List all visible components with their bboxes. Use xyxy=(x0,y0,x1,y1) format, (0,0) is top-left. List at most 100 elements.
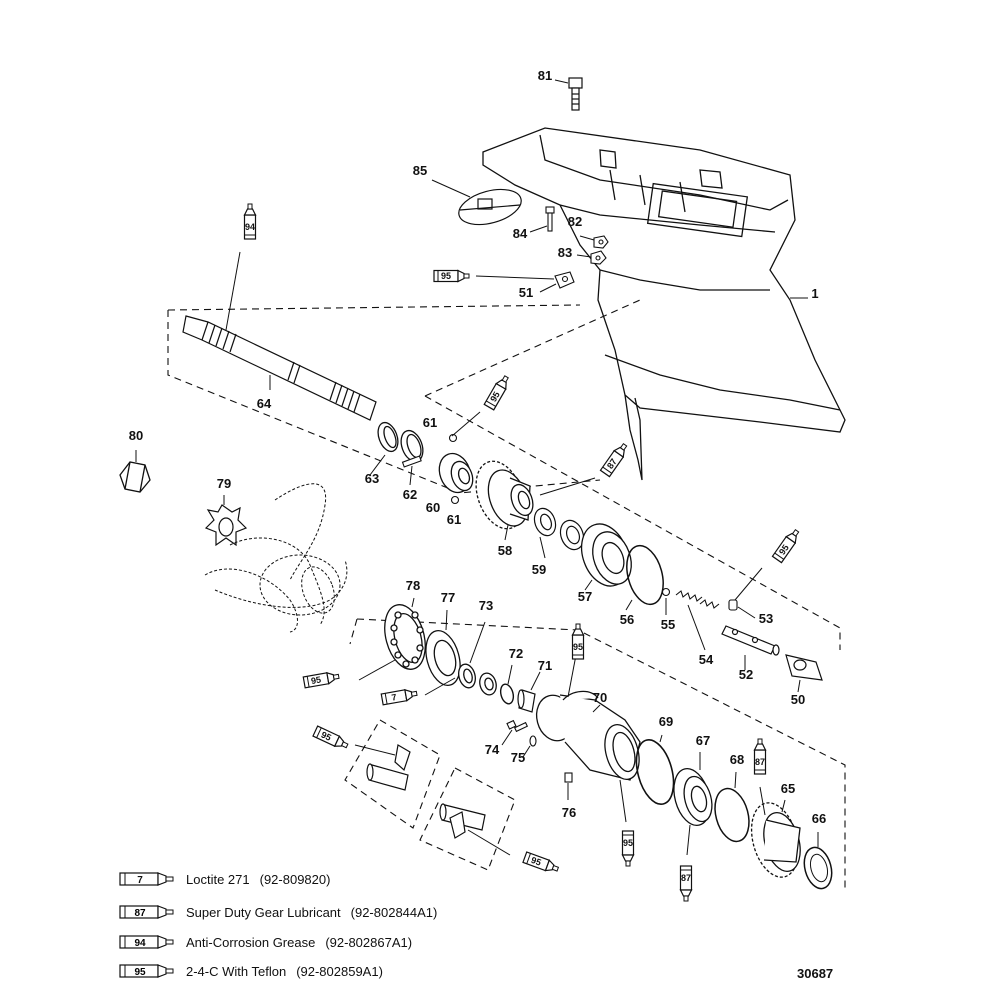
leader-line xyxy=(504,524,509,541)
spring xyxy=(675,590,720,609)
part-number-label: 51 xyxy=(519,285,533,300)
seal-kit xyxy=(366,744,486,839)
shift-cam xyxy=(785,654,823,681)
leader-line xyxy=(530,671,541,691)
bearing-race xyxy=(377,421,424,463)
leader-line xyxy=(659,734,663,743)
gear-housing xyxy=(482,127,846,481)
ball-bearing xyxy=(384,604,426,670)
tube-code: 95 xyxy=(777,543,791,557)
shim xyxy=(714,787,750,843)
legend-name: 2-4-C With Teflon xyxy=(186,963,287,979)
lubricant-tube-icon: 95 xyxy=(483,373,512,411)
ball xyxy=(661,587,671,597)
lubricant-tube-icon: 87 xyxy=(753,738,767,775)
legend-code: 7 xyxy=(137,875,143,886)
part-number-label: 77 xyxy=(441,590,455,605)
leader-line xyxy=(687,604,706,651)
part-number-label: 76 xyxy=(562,805,576,820)
anode-plate xyxy=(458,188,522,226)
nut xyxy=(590,250,607,265)
leader-line xyxy=(584,579,593,591)
tube-leaders xyxy=(225,251,766,856)
lubricant-tube-icon: 95 xyxy=(522,851,561,875)
o-ring xyxy=(626,544,664,606)
part-number-label: 68 xyxy=(730,752,744,767)
legend-row-anti-corrosion: 94 Anti-Corrosion Grease (92-802867A1) xyxy=(118,931,412,953)
screw xyxy=(506,719,529,733)
legend-row-loctite: 7 Loctite 271 (92-809820) xyxy=(118,868,330,890)
tapered-bearing xyxy=(673,767,713,827)
lubricant-tube-icon: 95 xyxy=(312,725,350,752)
legend-code: 95 xyxy=(134,967,146,978)
propeller-nut xyxy=(119,461,151,493)
plug xyxy=(554,271,575,289)
legend-row-teflon: 95 2-4-C With Teflon (92-802859A1) xyxy=(118,960,383,982)
tube-code: 87 xyxy=(681,873,691,883)
part-number-label: 54 xyxy=(699,652,714,667)
leader-line xyxy=(501,729,513,746)
dowel-pin xyxy=(564,772,573,783)
lubricant-tube-icon: 95 xyxy=(433,269,470,283)
part-number-label: 85 xyxy=(413,163,427,178)
legend-part-number: (92-802859A1) xyxy=(296,963,383,979)
tube-code: 87 xyxy=(755,757,765,767)
leader-line xyxy=(445,609,448,631)
part-number-label: 61 xyxy=(423,415,437,430)
leader-line xyxy=(431,179,471,198)
part-number-label: 75 xyxy=(511,750,525,765)
bolt xyxy=(568,77,583,111)
needle-bearing xyxy=(517,689,536,713)
part-number-label: 57 xyxy=(578,589,592,604)
lubricant-tube-icon: 94 xyxy=(243,203,257,240)
part-number-label: 1 xyxy=(811,286,818,301)
part-number-label: 83 xyxy=(558,245,572,260)
part-number-label: 52 xyxy=(739,667,753,682)
tube-code: 95 xyxy=(530,855,543,868)
tube-code: 7 xyxy=(391,692,398,703)
part-number-label: 82 xyxy=(568,214,582,229)
drawing-number: 30687 xyxy=(797,966,834,981)
thrust-washer xyxy=(458,663,497,696)
part-number-label: 72 xyxy=(509,646,523,661)
pin xyxy=(401,455,422,468)
part-number-label: 66 xyxy=(812,811,826,826)
leader-line xyxy=(579,235,595,241)
snap-ring xyxy=(499,683,515,705)
leader-line xyxy=(469,621,486,664)
part-number-label: 74 xyxy=(485,742,500,757)
part-number-label: 71 xyxy=(538,658,552,673)
part-number-label: 53 xyxy=(759,611,773,626)
part-number-label: 64 xyxy=(257,396,272,411)
part-number-label: 63 xyxy=(365,471,379,486)
leader-line xyxy=(734,771,737,789)
leader-line xyxy=(522,745,531,758)
retaining-ball xyxy=(450,495,460,505)
propeller-ghost xyxy=(204,483,348,633)
part-number-label: 70 xyxy=(593,690,607,705)
part-number-label: 61 xyxy=(447,512,461,527)
cam-follower xyxy=(721,625,780,656)
leader-line xyxy=(539,536,546,559)
tab-washer xyxy=(204,504,248,547)
legend-code: 87 xyxy=(134,908,146,919)
screw xyxy=(545,206,555,232)
part-number-label: 55 xyxy=(661,617,675,632)
leader-line xyxy=(576,254,592,258)
nut xyxy=(593,235,609,249)
dashed-assembly-boundary xyxy=(167,299,846,890)
tube-code: 87 xyxy=(605,457,619,471)
part-number-label: 58 xyxy=(498,543,512,558)
leader-line xyxy=(369,454,386,476)
lubricant-tube-icon: 95 xyxy=(571,623,585,660)
tube-icon: 7 xyxy=(119,872,174,886)
leader-line xyxy=(554,79,569,84)
reverse-gear xyxy=(425,629,461,687)
legend-part-number: (92-809820) xyxy=(259,871,331,887)
leader-line xyxy=(409,465,413,486)
lubricant-tube-icon: 87 xyxy=(679,865,693,902)
part-number-label: 73 xyxy=(479,598,493,613)
washer xyxy=(803,846,833,890)
legend-part-number: (92-802867A1) xyxy=(325,934,413,950)
